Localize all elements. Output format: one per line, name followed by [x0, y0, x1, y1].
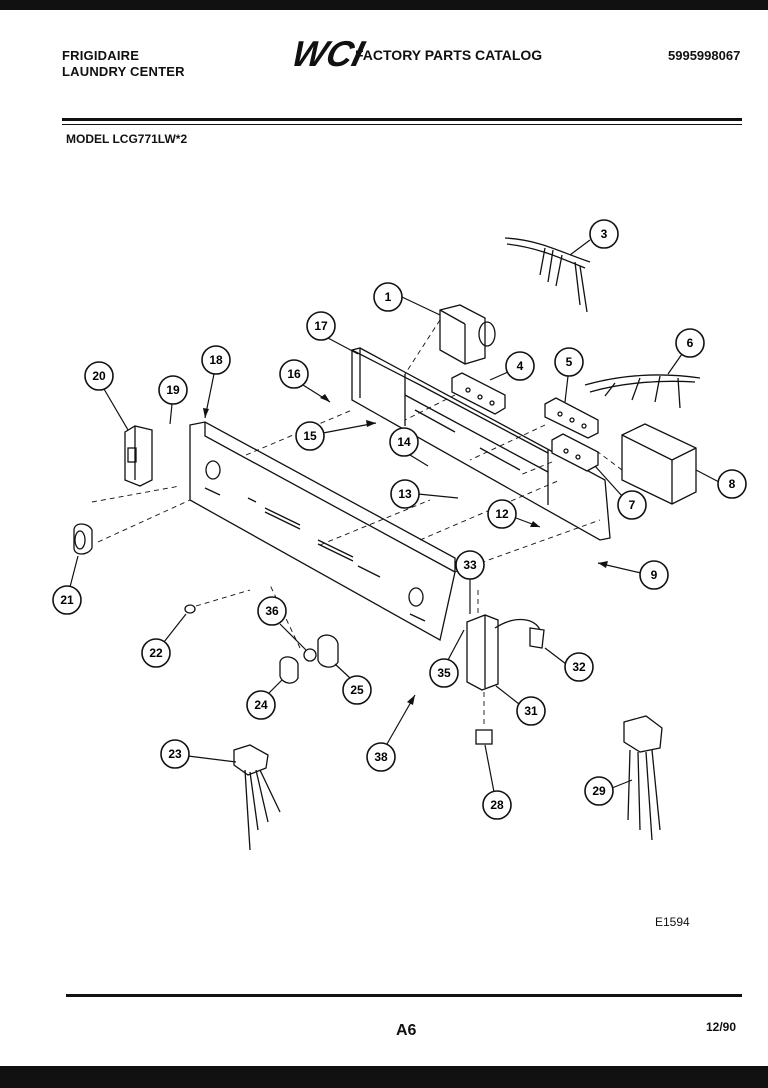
- svg-text:32: 32: [572, 660, 586, 674]
- svg-text:21: 21: [60, 593, 74, 607]
- svg-text:16: 16: [287, 367, 301, 381]
- callout-20: 20: [84, 361, 129, 431]
- page-number: A6: [396, 1022, 417, 1039]
- callout-33: 33: [455, 550, 485, 614]
- callout-17: 17: [306, 311, 359, 355]
- svg-text:33: 33: [463, 558, 477, 572]
- callout-31: 31: [495, 685, 546, 726]
- header-rule: [62, 118, 742, 121]
- callout-8: 8: [695, 469, 747, 499]
- product-line: LAUNDRY CENTER: [62, 64, 185, 79]
- rear-bracket: [351, 347, 611, 541]
- svg-text:14: 14: [397, 435, 411, 449]
- knob-part-24: [279, 656, 299, 684]
- svg-text:25: 25: [350, 683, 364, 697]
- svg-text:1: 1: [385, 290, 392, 304]
- end-bracket-20: [124, 425, 153, 487]
- harness-part-3: [504, 237, 591, 313]
- callout-15: 15: [295, 420, 377, 451]
- wci-logo-text: WCI: [288, 34, 369, 74]
- washer-part-36: [303, 648, 317, 662]
- svg-text:12: 12: [495, 507, 509, 521]
- harness-part-23: [233, 744, 281, 851]
- module-part-8: [621, 423, 697, 505]
- callout-21: 21: [52, 555, 82, 615]
- header-rule-thin: [62, 124, 742, 125]
- svg-text:13: 13: [398, 487, 412, 501]
- spring-part-22: [184, 604, 196, 614]
- svg-text:19: 19: [166, 383, 180, 397]
- svg-text:4: 4: [517, 359, 524, 373]
- callout-3: 3: [569, 219, 619, 256]
- timer-part: [439, 304, 496, 365]
- callout-25: 25: [334, 663, 372, 705]
- switch-part-5: [544, 397, 599, 439]
- harness-part-6: [584, 374, 701, 409]
- svg-text:8: 8: [729, 477, 736, 491]
- knob-part-21: [73, 523, 93, 555]
- callout-35: 35: [429, 629, 465, 688]
- svg-text:6: 6: [687, 336, 694, 350]
- assembly-guides: [91, 319, 623, 728]
- wci-logo: WCI: [288, 34, 369, 74]
- callout-36: 36: [257, 596, 307, 651]
- svg-text:5: 5: [566, 355, 573, 369]
- svg-text:7: 7: [629, 498, 636, 512]
- switch-part-4: [451, 372, 506, 415]
- callout-18: 18: [201, 345, 231, 419]
- svg-text:31: 31: [524, 704, 538, 718]
- callout-24: 24: [246, 679, 283, 720]
- callout-22: 22: [141, 613, 187, 668]
- figure-code: E1594: [655, 915, 690, 929]
- svg-text:38: 38: [374, 750, 388, 764]
- catalog-title: FACTORY PARTS CATALOG: [355, 47, 543, 63]
- footer-rule: [66, 994, 742, 997]
- svg-text:29: 29: [592, 784, 606, 798]
- model-number: MODEL LCG771LW*2: [66, 132, 188, 146]
- svg-text:23: 23: [168, 747, 182, 761]
- harness-part-29: [623, 715, 663, 841]
- svg-text:3: 3: [601, 227, 608, 241]
- part-callouts: 1 3 4 5 6 7 8 9 12 13 14 15 16 17 18 19 …: [52, 219, 747, 820]
- brand-name: FRIGIDAIRE: [62, 48, 140, 63]
- manufacturer-block: FRIGIDAIRE LAUNDRY CENTER: [62, 48, 185, 80]
- switch-part-7: [551, 433, 599, 472]
- callout-16: 16: [279, 359, 331, 403]
- top-border: [0, 0, 768, 10]
- callout-5: 5: [554, 347, 584, 403]
- revision-date: 12/90: [706, 1020, 737, 1034]
- catalog-part-number: 5995998067: [668, 48, 741, 63]
- callout-14: 14: [389, 427, 429, 467]
- callout-6: 6: [667, 328, 705, 375]
- svg-text:35: 35: [437, 666, 451, 680]
- bottom-border: [0, 1066, 768, 1088]
- callout-9: 9: [597, 560, 669, 590]
- dial-part-25: [317, 634, 339, 668]
- callout-13: 13: [390, 479, 459, 509]
- callout-7: 7: [594, 465, 647, 520]
- bracket-part-31: [466, 614, 499, 691]
- svg-text:36: 36: [265, 604, 279, 618]
- svg-text:24: 24: [254, 698, 268, 712]
- svg-text:22: 22: [149, 646, 163, 660]
- svg-text:17: 17: [314, 319, 328, 333]
- svg-text:28: 28: [490, 798, 504, 812]
- control-panel: [189, 421, 456, 641]
- callout-1: 1: [373, 282, 441, 316]
- svg-text:15: 15: [303, 429, 317, 443]
- wire-part-32: [494, 618, 541, 631]
- callout-19: 19: [158, 375, 188, 425]
- callout-38: 38: [366, 694, 416, 772]
- svg-text:9: 9: [651, 568, 658, 582]
- callout-29: 29: [584, 776, 633, 806]
- callout-32: 32: [544, 647, 594, 682]
- callout-28: 28: [482, 744, 512, 820]
- callout-23: 23: [160, 739, 237, 769]
- svg-text:20: 20: [92, 369, 106, 383]
- svg-text:18: 18: [209, 353, 223, 367]
- callout-12: 12: [487, 499, 541, 529]
- switch-part-28: [475, 729, 493, 745]
- callout-4: 4: [489, 351, 535, 381]
